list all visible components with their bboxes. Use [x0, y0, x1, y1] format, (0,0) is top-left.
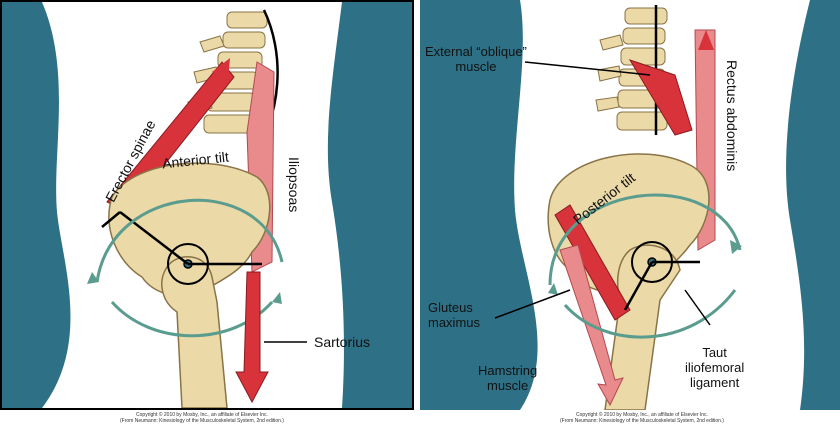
- leader-lines: [494, 61, 711, 326]
- label-iliopsoas: Iliopsoas: [286, 157, 302, 213]
- rectus-abdominis-arrow: [698, 30, 714, 50]
- tilt-arrowhead-left: [87, 272, 99, 284]
- tilt-arc-lower: [563, 289, 737, 339]
- label-external-oblique-line2: muscle: [455, 59, 497, 74]
- copyright-right-line2: (From Neumann: Kinesiology of the Muscul…: [560, 418, 724, 424]
- label-taut-line1: Taut: [702, 345, 727, 360]
- tilt-arrowhead-left: [548, 283, 558, 295]
- tilt-arrowhead-right: [730, 240, 742, 254]
- anterior-tilt-illustration: [2, 2, 412, 408]
- anterior-tilt-arc: [95, 198, 284, 283]
- gluteus-maximus-muscle: [554, 204, 631, 321]
- tilt-arrowhead-right: [272, 292, 282, 304]
- femur-bone: [604, 244, 681, 410]
- label-external-oblique: External “oblique” muscle: [425, 44, 527, 74]
- label-gluteus-line2: maximus: [428, 315, 481, 330]
- label-taut-line3: ligament: [690, 375, 740, 390]
- label-external-oblique-line1: External “oblique”: [425, 44, 527, 59]
- copyright-right-line1: Copyright © 2010 by Mosby, Inc., an affi…: [576, 412, 708, 418]
- posterior-tilt-arc: [548, 193, 742, 286]
- erector-spinae-arrow: [212, 58, 230, 80]
- copyright-left-line2: (From Neumann: Kinesiology of the Muscul…: [120, 418, 284, 424]
- posterior-tilt-panel: External “oblique” muscle Rectus abdomin…: [420, 0, 840, 410]
- lever-arms: [623, 260, 700, 311]
- label-taut-iliofemoral-ligament: Taut iliofemoral ligament: [685, 345, 744, 390]
- label-hamstring-line2: muscle: [487, 378, 529, 393]
- label-hamstring-muscle: Hamstring muscle: [478, 363, 537, 393]
- label-sartorius: Sartorius: [314, 334, 371, 350]
- external-oblique-muscle: [628, 59, 693, 136]
- label-hamstring-line1: Hamstring: [478, 363, 538, 378]
- label-gluteus-line1: Gluteus: [428, 300, 473, 315]
- spine: [187, 11, 268, 134]
- anterior-tilt-panel: Erector spinae Anterior tilt Iliopsoas S…: [0, 0, 414, 410]
- sartorius-muscle: [235, 271, 269, 404]
- copyright-left: Copyright © 2010 by Mosby, Inc., an affi…: [120, 412, 284, 424]
- femur-bone: [161, 256, 228, 408]
- copyright-right: Copyright © 2010 by Mosby, Inc., an affi…: [560, 412, 724, 424]
- label-gluteus-maximus: Gluteus maximus: [428, 300, 480, 330]
- copyright-left-line1: Copyright © 2010 by Mosby, Inc., an affi…: [136, 412, 268, 418]
- label-taut-line2: iliofemoral: [685, 360, 745, 375]
- posterior-tilt-illustration: [420, 0, 840, 410]
- label-rectus-abdominis: Rectus abdominis: [724, 60, 740, 172]
